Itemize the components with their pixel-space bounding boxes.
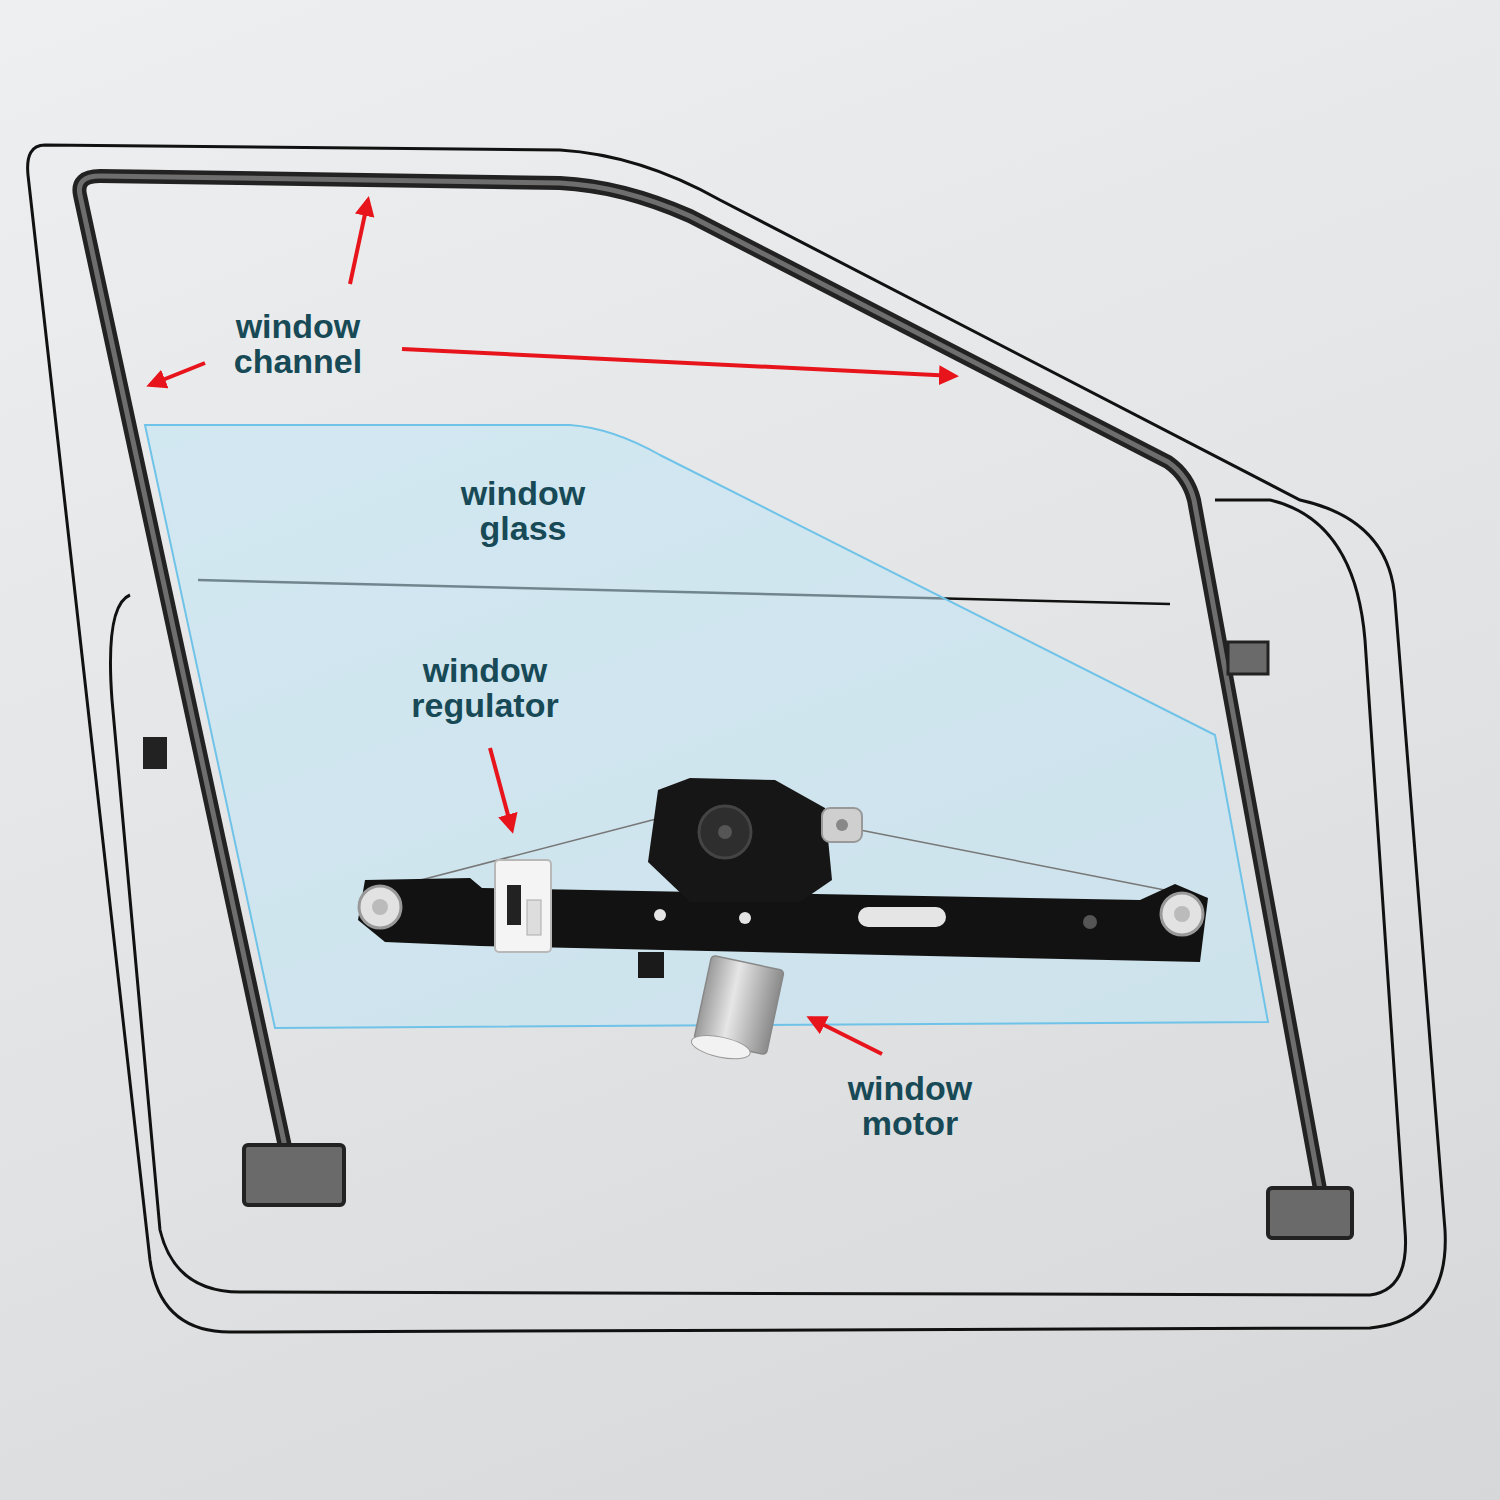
leader-arrow	[810, 1018, 882, 1054]
rail-hole	[739, 912, 751, 924]
slider-clip-detail	[507, 885, 521, 925]
pulley	[1174, 906, 1190, 922]
door-outline	[28, 145, 1446, 1332]
motor-cylinder-end	[689, 1031, 752, 1063]
leader-arrow	[490, 748, 512, 830]
pulley	[359, 886, 401, 928]
window-channel-inner	[79, 176, 1322, 1200]
rail-hole	[1083, 915, 1097, 929]
slider-clip	[495, 860, 551, 952]
motor-bolt	[836, 819, 848, 831]
window-channel	[79, 176, 1322, 1200]
channel-foot	[1268, 1188, 1352, 1238]
motor-drum	[699, 806, 751, 858]
channel-foot	[244, 1145, 344, 1205]
pulley	[372, 899, 388, 915]
part-label: window glass	[433, 476, 613, 546]
channel-tab	[1228, 642, 1268, 674]
channel-tab	[143, 737, 167, 769]
part-label: window channel	[208, 309, 388, 379]
leader-arrow	[350, 200, 368, 284]
motor-bracket	[822, 808, 862, 842]
motor-housing	[648, 778, 832, 902]
leader-arrow	[402, 349, 955, 376]
window-glass	[145, 425, 1268, 1028]
rail-hole	[654, 909, 666, 921]
part-label: window regulator	[395, 653, 575, 723]
motor-connector	[638, 952, 664, 978]
part-label: window motor	[820, 1071, 1000, 1141]
leader-arrow	[150, 363, 205, 385]
regulator-cable	[860, 830, 1180, 893]
pulley	[1161, 893, 1203, 935]
slider-clip-detail	[527, 900, 541, 935]
rail-slot	[858, 907, 946, 927]
motor-drum-hub	[718, 825, 732, 839]
